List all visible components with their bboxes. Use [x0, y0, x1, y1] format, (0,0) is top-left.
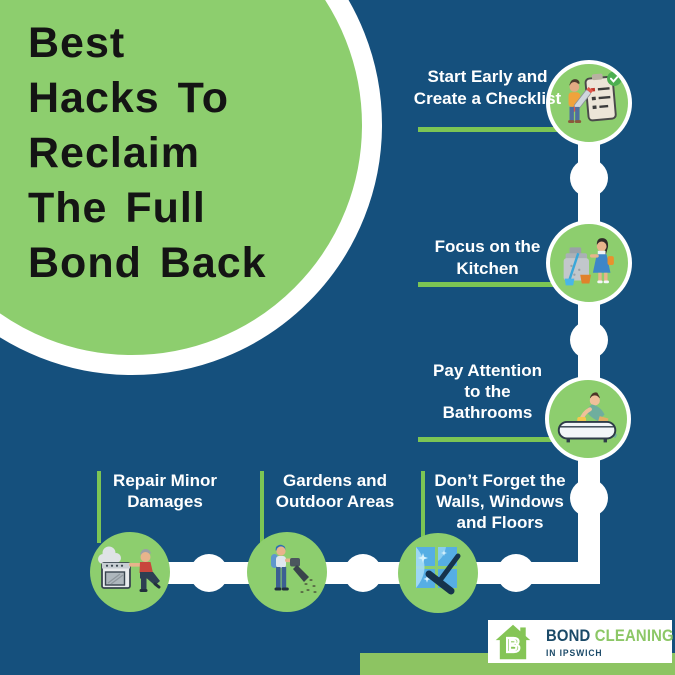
step-accent-bar	[421, 471, 425, 537]
step-label-kitchen: Focus on the Kitchen	[400, 236, 575, 280]
title-line: Bond Back	[28, 239, 267, 287]
step-node-walls-windows-floors	[398, 533, 478, 613]
step-node-start-early	[546, 60, 632, 146]
step-label-walls-windows-floors: Don’t Forget the Walls, Windows and Floo…	[410, 470, 590, 533]
title-line: Best	[28, 19, 126, 67]
label-line: Outdoor Areas	[275, 492, 395, 511]
step-node-bathrooms	[545, 376, 631, 462]
title-line: Reclaim	[28, 129, 200, 177]
label-line: Damages	[127, 492, 203, 511]
bathtub-cleaning-icon	[557, 392, 618, 443]
label-line: Focus on the	[434, 237, 541, 256]
label-line: Start Early and	[427, 67, 548, 86]
timeline-dot	[497, 554, 535, 592]
brand-name-primary: BOND	[546, 627, 591, 645]
step-accent-bar	[97, 471, 101, 543]
step-node-repair	[90, 532, 170, 612]
leaf-blower-icon	[271, 544, 317, 593]
step-label-bathrooms: Pay Attention to the Bathrooms	[400, 360, 575, 423]
appliance-repair-icon	[98, 546, 161, 592]
timeline-dot	[570, 321, 608, 359]
step-accent-line	[418, 282, 558, 287]
brand-name-secondary: CLEANING	[594, 627, 674, 645]
label-line: Gardens and	[283, 471, 387, 490]
timeline-dot	[344, 554, 382, 592]
label-line: to the	[464, 382, 511, 401]
label-line: Create a Checklist	[413, 89, 562, 108]
step-label-start-early: Start Early and Create a Checklist	[400, 66, 575, 110]
window-squeegee-icon	[416, 547, 461, 595]
step-label-gardens: Gardens and Outdoor Areas	[250, 470, 420, 512]
logo-text: BOND CLEANING IN IPSWICH	[546, 627, 674, 659]
label-line: Don’t Forget the	[434, 471, 566, 490]
brand-tagline: IN IPSWICH	[546, 648, 603, 659]
label-line: Kitchen	[456, 259, 519, 278]
timeline-dot	[570, 479, 608, 517]
house-icon: B	[495, 624, 531, 660]
step-node-gardens	[247, 532, 327, 612]
label-line: Walls, Windows	[436, 492, 564, 511]
step-node-kitchen	[546, 220, 632, 306]
title-line: The Full	[28, 184, 206, 232]
title-line: Hacks To	[28, 74, 229, 122]
kitchen-cleaning-icon	[563, 238, 614, 286]
timeline-dot	[190, 554, 228, 592]
page-title: Best Hacks To Reclaim The Full Bond Back	[28, 16, 358, 291]
step-accent-line	[418, 437, 557, 442]
step-accent-bar	[260, 471, 264, 543]
logo-monogram: B	[506, 635, 520, 657]
label-line: and Floors	[456, 513, 544, 532]
label-line: Bathrooms	[442, 403, 533, 422]
timeline-dot	[570, 159, 608, 197]
brand-logo: B BOND CLEANING IN IPSWICH	[488, 620, 674, 663]
step-label-repair: Repair Minor Damages	[80, 470, 250, 512]
label-line: Repair Minor	[113, 471, 217, 490]
step-accent-line	[418, 127, 560, 132]
label-line: Pay Attention	[433, 361, 542, 380]
